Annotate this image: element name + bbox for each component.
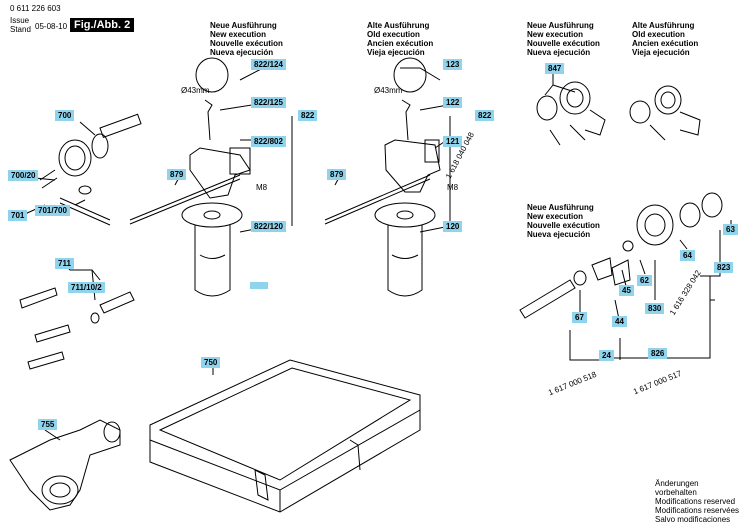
screwdriver-bits	[20, 288, 134, 369]
part-label-711: 711	[55, 258, 74, 269]
part-label-879-old: 879	[327, 169, 347, 180]
part-label-822: 822	[298, 110, 318, 121]
part-label-701-700: 701/700	[35, 205, 70, 216]
part-label-822-802: 822/802	[251, 136, 286, 147]
part-label-63: 63	[723, 224, 738, 235]
part-label-826: 826	[648, 348, 668, 359]
issue-label: Issue	[10, 16, 30, 25]
unlabeled-callout	[250, 282, 268, 289]
carrying-case	[150, 360, 420, 512]
part-label-62: 62	[637, 275, 652, 286]
part-label-24: 24	[599, 350, 614, 361]
part-label-700: 700	[55, 110, 75, 121]
gear-assembly-new	[537, 82, 605, 145]
part-label-701: 701	[8, 210, 28, 221]
part-label-700-20: 700/20	[8, 170, 39, 181]
angle-attachment	[10, 420, 120, 510]
gear-train	[520, 193, 722, 318]
diameter-note-new: Ø43mm	[181, 86, 210, 95]
part-label-44: 44	[612, 316, 627, 327]
figure-title: Fig./Abb. 2	[70, 18, 135, 32]
part-label-822-120: 822/120	[251, 221, 286, 232]
part-label-123: 123	[443, 59, 463, 70]
drill-chuck-assembly	[40, 114, 141, 225]
part-label-122: 122	[443, 97, 463, 108]
thread-note-old: M8	[447, 183, 459, 192]
part-label-822-125: 822/125	[251, 97, 286, 108]
aux-handle-new	[130, 58, 250, 296]
part-label-121: 121	[443, 136, 463, 147]
stand-label: Stand	[10, 25, 31, 34]
part-label-750: 750	[201, 357, 221, 368]
part-label-830: 830	[645, 303, 665, 314]
part-label-822-old: 822	[475, 110, 495, 121]
part-label-823: 823	[714, 262, 734, 273]
part-label-120: 120	[443, 221, 463, 232]
part-label-64: 64	[680, 250, 695, 261]
part-label-45: 45	[619, 285, 634, 296]
thread-note-new: M8	[256, 183, 268, 192]
part-label-879-new: 879	[167, 169, 187, 180]
part-label-822-124: 822/124	[251, 59, 286, 70]
part-label-67: 67	[572, 312, 587, 323]
aux-handle-old	[325, 58, 440, 296]
part-label-847: 847	[545, 63, 565, 74]
diameter-note-old: Ø43mm	[374, 86, 403, 95]
part-label-755: 755	[38, 419, 58, 430]
gear-assembly-old	[630, 86, 700, 140]
issue-date: 05-08-10	[35, 22, 68, 31]
part-number: 0 611 226 603	[10, 4, 61, 13]
part-label-711-10-2: 711/10/2	[68, 282, 105, 293]
